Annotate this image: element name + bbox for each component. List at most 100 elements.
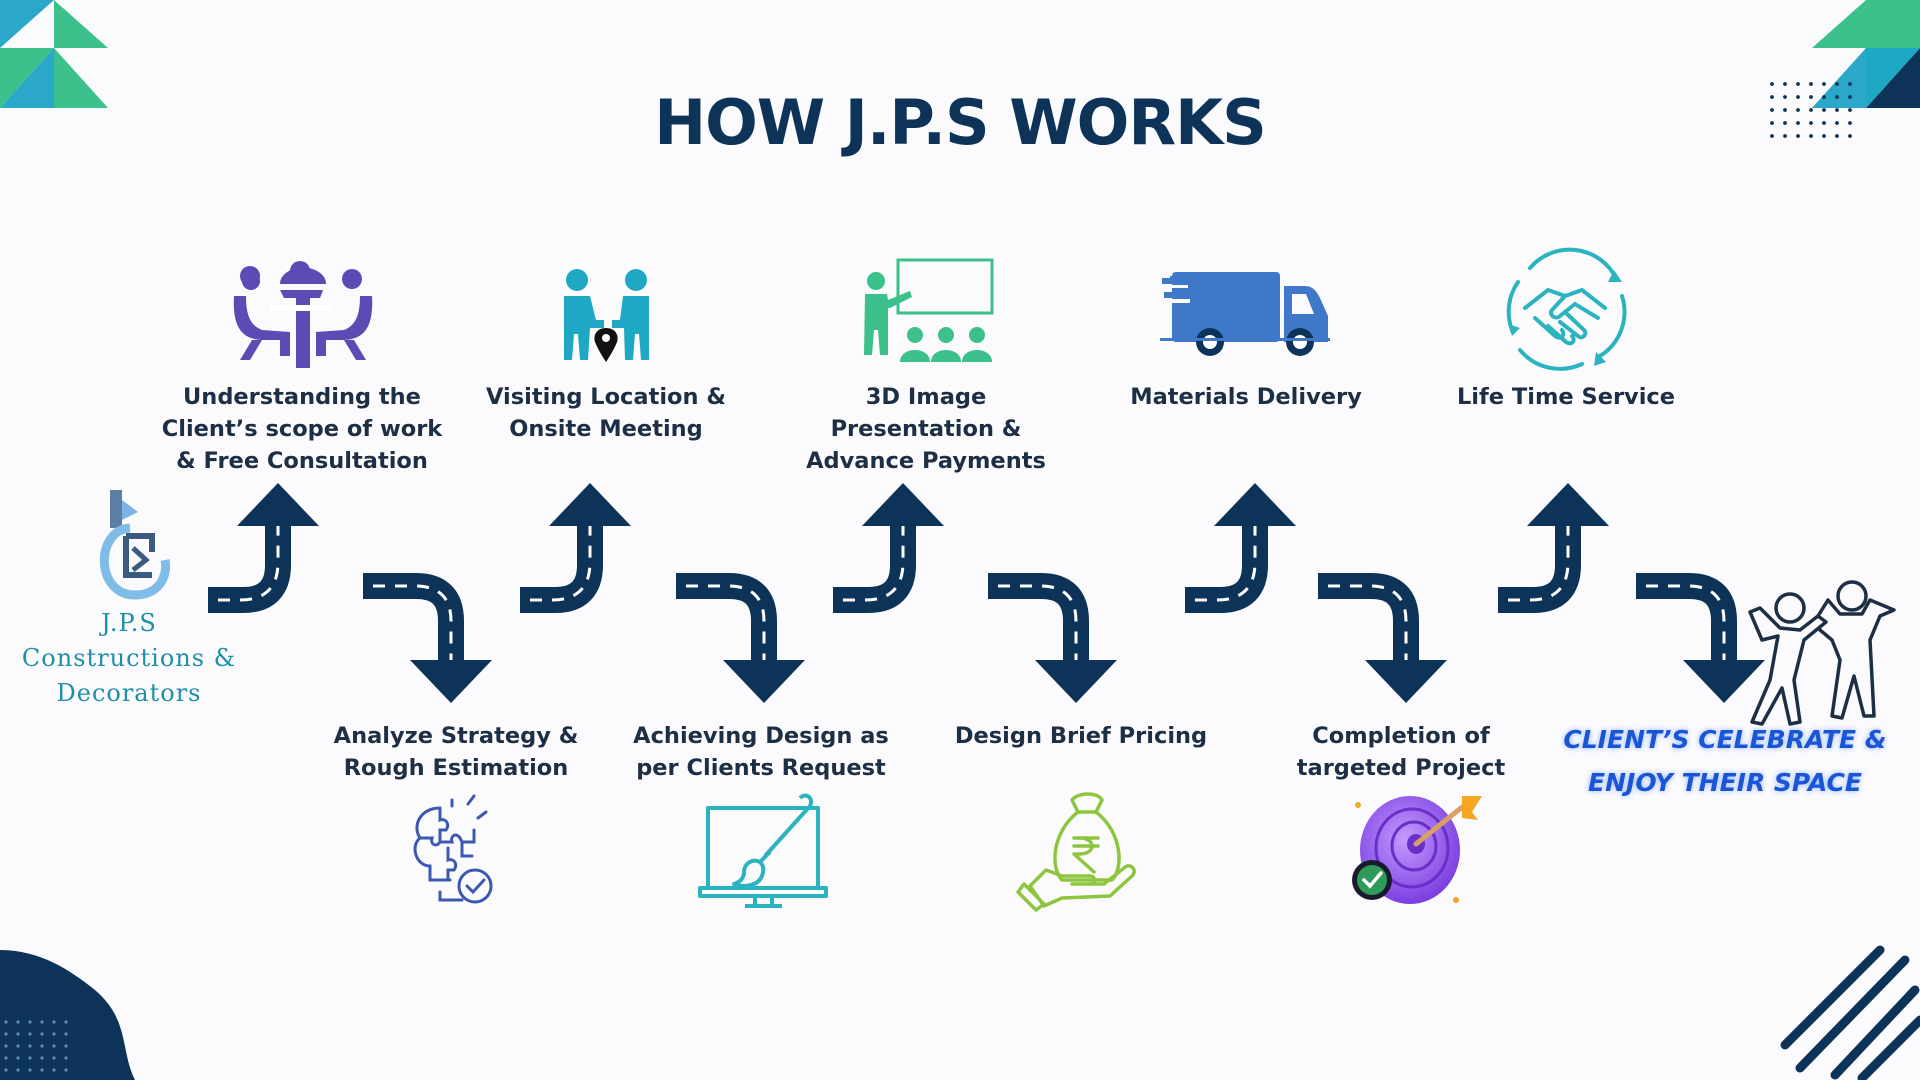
decor-dot bbox=[1770, 82, 1774, 86]
arrow-up-2 bbox=[520, 483, 631, 600]
final-step-label: CLIENT’S CELEBRATE & ENJOY THEIR SPACE bbox=[1563, 725, 1887, 797]
target-check-icon bbox=[1352, 796, 1482, 904]
decor-dot bbox=[1783, 134, 1787, 138]
step-label-design-pricing: Design Brief Pricing bbox=[954, 723, 1208, 749]
decor-dot bbox=[1835, 95, 1839, 99]
decor-dot bbox=[40, 1056, 44, 1060]
decor-dot bbox=[28, 1020, 32, 1024]
step-label-analyze-strategy: Analyze Strategy & Rough Estimation bbox=[333, 723, 579, 781]
decor-dot bbox=[1809, 82, 1813, 86]
puzzle-brain-icon bbox=[413, 794, 493, 904]
location-meeting-icon bbox=[564, 269, 649, 362]
decor-dot bbox=[1809, 134, 1813, 138]
arrow-down-3 bbox=[988, 586, 1117, 703]
decor-dot bbox=[28, 1056, 32, 1060]
decor-dot bbox=[1848, 121, 1852, 125]
decor-dot bbox=[1848, 82, 1852, 86]
step-label-materials-delivery: Materials Delivery bbox=[1130, 384, 1362, 410]
decor-dot bbox=[1809, 95, 1813, 99]
decor-dot bbox=[16, 1068, 20, 1072]
decor-dot bbox=[1848, 134, 1852, 138]
decor-dot bbox=[1783, 121, 1787, 125]
arrow-up-3 bbox=[833, 483, 944, 600]
decor-dot bbox=[1783, 95, 1787, 99]
decor-dot bbox=[40, 1020, 44, 1024]
decor-dot bbox=[1770, 121, 1774, 125]
decor-dot bbox=[64, 1056, 68, 1060]
decor-dot bbox=[1783, 108, 1787, 112]
decor-dot bbox=[1796, 121, 1800, 125]
design-monitor-icon bbox=[698, 793, 828, 908]
dot-grid-bottom-left bbox=[4, 1020, 68, 1072]
decor-dot bbox=[4, 1068, 8, 1072]
decor-dot bbox=[16, 1056, 20, 1060]
decor-dot bbox=[1822, 95, 1826, 99]
decor-dot bbox=[28, 1068, 32, 1072]
decor-dot bbox=[1809, 108, 1813, 112]
arrow-up-1 bbox=[208, 483, 319, 600]
decor-dot bbox=[1783, 82, 1787, 86]
decor-dot bbox=[1796, 134, 1800, 138]
decor-dot bbox=[1822, 82, 1826, 86]
step-label-achieving-design: Achieving Design as per Clients Request bbox=[633, 723, 889, 781]
decor-dot bbox=[1770, 108, 1774, 112]
blob-bottom-left bbox=[0, 950, 135, 1080]
corner-triangles-top-right bbox=[1812, 0, 1920, 108]
decor-dot bbox=[16, 1044, 20, 1048]
decor-dot bbox=[64, 1032, 68, 1036]
decor-dot bbox=[1822, 121, 1826, 125]
decor-dot bbox=[1822, 134, 1826, 138]
corner-triangles-top-left bbox=[0, 0, 108, 108]
decor-dot bbox=[1835, 121, 1839, 125]
decor-dot bbox=[1835, 108, 1839, 112]
arrow-down-4 bbox=[1318, 586, 1447, 703]
decor-dot bbox=[16, 1020, 20, 1024]
arrow-down-5 bbox=[1636, 586, 1765, 703]
handshake-icon bbox=[1506, 247, 1627, 371]
decor-dot bbox=[4, 1020, 8, 1024]
decor-dot bbox=[1796, 95, 1800, 99]
decor-dot bbox=[1770, 95, 1774, 99]
arrow-down-2 bbox=[676, 586, 805, 703]
decor-dot bbox=[52, 1068, 56, 1072]
dot-grid-top-right bbox=[1770, 82, 1852, 138]
jps-logo-icon bbox=[99, 490, 171, 600]
meeting-icon bbox=[233, 261, 373, 368]
decor-dot bbox=[1809, 121, 1813, 125]
brand-name: J.P.S Constructions & Decorators bbox=[21, 609, 237, 707]
decor-dot bbox=[1848, 95, 1852, 99]
decor-dot bbox=[28, 1032, 32, 1036]
step-label-lifetime-service: Life Time Service bbox=[1456, 384, 1676, 410]
decor-dot bbox=[28, 1044, 32, 1048]
decor-dot bbox=[1770, 134, 1774, 138]
flow-arrows bbox=[208, 483, 1765, 703]
arrow-up-4 bbox=[1185, 483, 1296, 600]
decor-dot bbox=[1848, 108, 1852, 112]
delivery-truck-icon bbox=[1160, 272, 1330, 356]
decor-dot bbox=[64, 1044, 68, 1048]
decor-dot bbox=[4, 1044, 8, 1048]
step-label-completion: Completion of targeted Project bbox=[1296, 723, 1506, 781]
decor-dot bbox=[16, 1032, 20, 1036]
celebrating-people-icon bbox=[1748, 580, 1896, 726]
decor-dot bbox=[64, 1020, 68, 1024]
decor-dot bbox=[40, 1044, 44, 1048]
page-title: HOW J.P.S WORKS bbox=[654, 86, 1267, 159]
arrow-up-5 bbox=[1498, 483, 1609, 600]
step-label-3d-presentation: 3D Image Presentation & Advance Payments bbox=[806, 384, 1046, 474]
decor-dot bbox=[52, 1056, 56, 1060]
arrow-down-1 bbox=[363, 586, 492, 703]
presentation-icon bbox=[864, 258, 994, 362]
decor-dot bbox=[40, 1068, 44, 1072]
decor-dot bbox=[52, 1020, 56, 1024]
decor-dot bbox=[1796, 82, 1800, 86]
step-label-consultation: Understanding the Client’s scope of work… bbox=[161, 384, 443, 474]
decor-dot bbox=[1835, 82, 1839, 86]
decor-dot bbox=[1822, 108, 1826, 112]
decor-dot bbox=[52, 1044, 56, 1048]
step-label-onsite-meeting: Visiting Location & Onsite Meeting bbox=[486, 384, 726, 442]
rupee-bag-icon bbox=[1016, 792, 1136, 912]
scribble-bottom-right bbox=[1780, 945, 1920, 1080]
